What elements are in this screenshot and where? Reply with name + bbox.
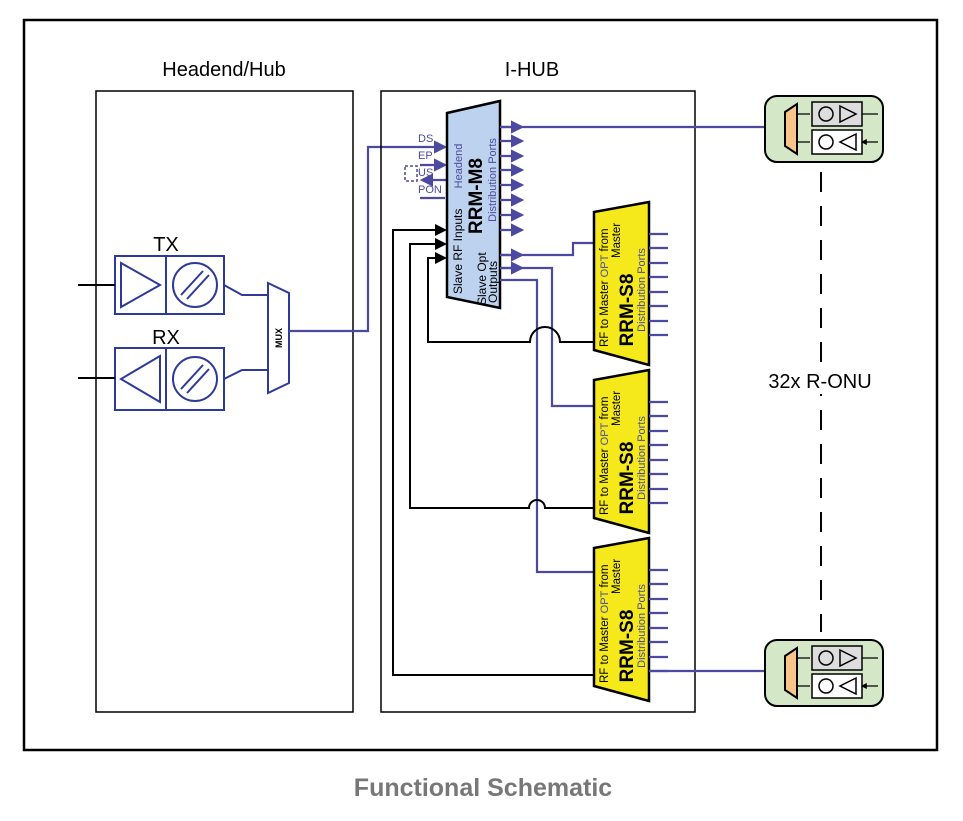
svg-text:RF to Master OPT from: RF to Master OPT from <box>599 565 611 684</box>
slave-opt-label: Slave Opt <box>475 252 489 305</box>
r-onu-top <box>764 95 884 163</box>
master-distribution-label: Distribution Ports <box>487 138 499 222</box>
svg-text:Distribution Ports: Distribution Ports <box>636 584 648 668</box>
ihub-box <box>380 90 696 713</box>
slave-rf-label: Slave RF Inputs <box>451 209 465 294</box>
headend-label: Headend <box>453 144 465 189</box>
opt-link-2 <box>500 266 594 408</box>
svg-text:RF to Master OPT from: RF to Master OPT from <box>599 397 611 516</box>
svg-text:Master: Master <box>611 391 623 426</box>
caption: Functional Schematic <box>354 774 612 802</box>
rf-link-3 <box>392 224 594 676</box>
rrm-m8-label: RRM-M8 <box>466 158 487 234</box>
headend-title: Headend/Hub <box>162 59 285 81</box>
svg-text:Distribution Ports: Distribution Ports <box>636 416 648 500</box>
svg-text:Master: Master <box>611 223 623 258</box>
svg-text:Distribution Ports: Distribution Ports <box>636 248 648 332</box>
opt-link-1 <box>500 241 594 257</box>
svg-text:RRM-S8: RRM-S8 <box>617 610 638 683</box>
svg-text:Master: Master <box>611 559 623 594</box>
onu-count-label: 32x R-ONU <box>768 371 871 393</box>
rrm-s8-slave-2: RF to Master OPT from Master RRM-S8 Dist… <box>592 368 668 535</box>
tx-transmitter <box>114 255 225 315</box>
svg-text:EP: EP <box>418 150 433 162</box>
outer-frame <box>22 18 939 752</box>
us-dashed-marker <box>404 165 418 182</box>
rx-label: RX <box>152 327 180 349</box>
master-inputs: DS EP US PON <box>418 133 442 196</box>
r-onu-bottom <box>764 639 884 707</box>
svg-text:DS: DS <box>418 133 433 145</box>
master-distribution-ports <box>500 120 785 237</box>
svg-text:US: US <box>418 167 433 179</box>
tx-label: TX <box>153 234 179 256</box>
opt-link-3 <box>500 278 594 574</box>
rx-receiver <box>114 347 225 411</box>
rrm-s8-slave-1: RF to Master OPT from Master RRM-S8 Dist… <box>592 200 668 367</box>
mux-label: MUX <box>274 328 284 348</box>
rrm-s8-slave-3: RF to Master OPT from Master RRM-S8 Dist… <box>592 536 668 703</box>
svg-text:RF to Master OPT from: RF to Master OPT from <box>599 229 611 348</box>
svg-text:RRM-S8: RRM-S8 <box>617 442 638 515</box>
svg-text:PON: PON <box>418 184 442 196</box>
headend-box <box>95 90 354 713</box>
outputs-label: Outputs <box>486 261 500 303</box>
svg-text:RRM-S8: RRM-S8 <box>617 274 638 347</box>
mux <box>267 281 290 395</box>
rf-link-2 <box>409 238 594 509</box>
rf-link-1 <box>427 252 594 343</box>
rrm-m8-master <box>445 99 502 310</box>
ihub-title: I-HUB <box>505 59 559 81</box>
